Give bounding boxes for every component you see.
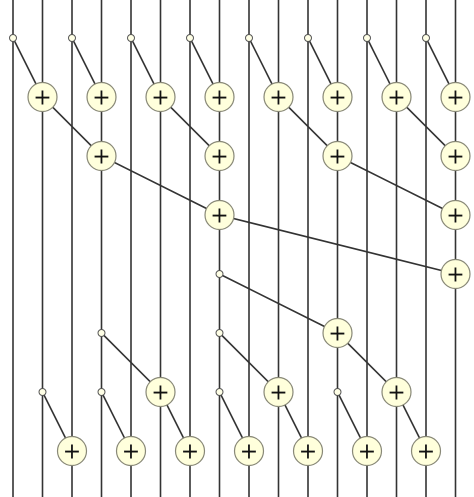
adder-node: + xyxy=(381,81,412,113)
plus-icon: + xyxy=(151,86,169,111)
tap-point xyxy=(215,270,224,278)
plus-icon: + xyxy=(33,86,51,111)
adder-circle xyxy=(410,435,442,467)
adder-circle xyxy=(440,140,471,172)
adder-node: + xyxy=(263,376,294,408)
adder-node: + xyxy=(263,81,294,113)
adder-node: + xyxy=(27,81,58,113)
adder-circle xyxy=(204,199,235,231)
adder-circle xyxy=(145,376,176,408)
link-line xyxy=(101,155,220,216)
adder-circle xyxy=(145,81,176,113)
adder-circle xyxy=(263,81,294,113)
adder-node: + xyxy=(440,81,471,113)
adder-circle xyxy=(86,81,117,113)
adder-circle xyxy=(322,81,353,113)
plus-icon: + xyxy=(63,440,81,465)
adder-node: + xyxy=(86,140,117,172)
adder-circle xyxy=(56,435,88,467)
adder-circle xyxy=(440,258,471,290)
adder-circle xyxy=(381,376,412,408)
adder-node: + xyxy=(440,199,471,231)
adder-circle xyxy=(440,199,471,231)
tap-point xyxy=(422,34,430,42)
tap-point xyxy=(97,329,106,337)
plus-icon: + xyxy=(269,381,287,406)
adder-circle xyxy=(381,81,412,113)
tap-point xyxy=(215,388,224,396)
adder-circle xyxy=(263,376,294,408)
adder-node: + xyxy=(145,376,176,408)
tap-point xyxy=(245,34,253,42)
adder-node: + xyxy=(351,435,383,467)
tap-point xyxy=(333,388,342,396)
plus-icon: + xyxy=(387,381,405,406)
plus-icon: + xyxy=(328,322,346,347)
adder-node: + xyxy=(322,81,353,113)
plus-icon: + xyxy=(446,263,464,288)
plus-icon: + xyxy=(446,86,464,111)
plus-icon: + xyxy=(210,86,228,111)
adder-node: + xyxy=(292,435,324,467)
adder-node: + xyxy=(440,258,471,290)
plus-icon: + xyxy=(417,440,435,465)
adder-circle xyxy=(115,435,147,467)
link-line xyxy=(219,273,338,334)
adder-node-group: + + + + + + + + + + + + + + + + + + + + + + + + + + xyxy=(27,81,471,467)
adder-node: + xyxy=(174,435,206,467)
plus-icon: + xyxy=(92,86,110,111)
tap-point xyxy=(363,34,371,42)
tap-point xyxy=(304,34,312,42)
adder-node: + xyxy=(204,81,235,113)
plus-icon: + xyxy=(387,86,405,111)
plus-icon: + xyxy=(151,381,169,406)
plus-icon: + xyxy=(446,145,464,170)
plus-icon: + xyxy=(299,440,317,465)
plus-icon: + xyxy=(446,204,464,229)
adder-node: + xyxy=(204,140,235,172)
adder-node: + xyxy=(381,376,412,408)
adder-circle xyxy=(322,317,353,349)
plus-icon: + xyxy=(122,440,140,465)
adder-node: + xyxy=(233,435,265,467)
adder-circle xyxy=(204,81,235,113)
plus-icon: + xyxy=(181,440,199,465)
link-line xyxy=(337,155,456,216)
link-line xyxy=(219,214,456,275)
plus-icon: + xyxy=(210,145,228,170)
plus-icon: + xyxy=(328,145,346,170)
tap-point xyxy=(215,329,224,337)
adder-circle xyxy=(86,140,117,172)
plus-icon: + xyxy=(210,204,228,229)
tap-point xyxy=(9,34,17,42)
adder-node: + xyxy=(145,81,176,113)
adder-node: + xyxy=(56,435,88,467)
adder-node: + xyxy=(322,140,353,172)
plus-icon: + xyxy=(358,440,376,465)
adder-node: + xyxy=(115,435,147,467)
adder-circle xyxy=(440,81,471,113)
tap-point xyxy=(127,34,135,42)
adder-circle xyxy=(174,435,206,467)
adder-circle xyxy=(322,140,353,172)
tap-point xyxy=(38,388,47,396)
adder-node: + xyxy=(204,199,235,231)
plus-icon: + xyxy=(92,145,110,170)
tap-point xyxy=(97,388,106,396)
tap-point xyxy=(186,34,194,42)
adder-circle xyxy=(233,435,265,467)
tap-point xyxy=(68,34,76,42)
plus-icon: + xyxy=(240,440,258,465)
adder-node: + xyxy=(410,435,442,467)
adder-circle xyxy=(204,140,235,172)
adder-circle xyxy=(351,435,383,467)
adder-node: + xyxy=(440,140,471,172)
plus-icon: + xyxy=(269,86,287,111)
adder-circle xyxy=(27,81,58,113)
adder-circle xyxy=(292,435,324,467)
adder-node: + xyxy=(322,317,353,349)
adder-node: + xyxy=(86,81,117,113)
plus-icon: + xyxy=(328,86,346,111)
